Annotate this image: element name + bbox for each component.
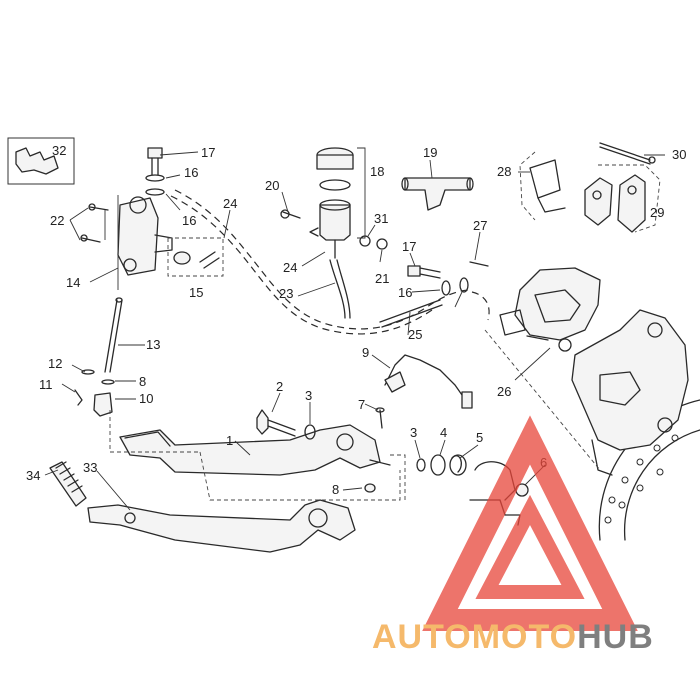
pivot-bolt xyxy=(256,409,296,437)
callout-label: 13 xyxy=(146,337,160,352)
callout-label: 34 xyxy=(26,468,40,483)
callout-label: 9 xyxy=(362,345,369,360)
reservoir-hose xyxy=(329,259,346,319)
callout-label: 14 xyxy=(66,275,80,290)
watermark-triangle-inner xyxy=(475,494,585,599)
callout-label: 1 xyxy=(226,433,233,448)
brake-pads xyxy=(584,174,646,233)
fluid-reservoir xyxy=(309,147,388,259)
mount-bolts xyxy=(80,203,109,243)
callout-label: 7 xyxy=(358,397,365,412)
callout-label: 2 xyxy=(276,379,283,394)
callout-label: 12 xyxy=(48,356,62,371)
callout-label: 11 xyxy=(39,377,53,392)
callout-label: 17 xyxy=(402,239,416,254)
watermark-triangle-outer xyxy=(422,415,638,631)
watermark-logo: AUTOMOTOHUB xyxy=(372,415,654,656)
callout-label: 29 xyxy=(650,205,664,220)
callout-label: 19 xyxy=(423,145,437,160)
master-cylinder xyxy=(117,196,173,276)
callout-label: 3 xyxy=(410,425,417,440)
shift-rubber xyxy=(49,461,87,507)
watermark-brand-part3: HUB xyxy=(577,618,654,656)
washers-top xyxy=(145,174,165,196)
watermark-brand-part1: AUTO xyxy=(372,618,472,656)
callout-label: 16 xyxy=(398,285,412,300)
callout-label: 33 xyxy=(83,460,97,475)
reservoir-bracket xyxy=(401,177,474,211)
reservoir-screw xyxy=(280,209,301,219)
callout-label: 20 xyxy=(265,178,279,193)
callout-label: 31 xyxy=(374,211,388,226)
assembly-guide xyxy=(109,410,401,501)
banjo-bolt-top xyxy=(147,147,163,176)
nut-8 xyxy=(364,483,376,493)
callout-label: 17 xyxy=(201,145,215,160)
spring-assembly xyxy=(416,454,467,476)
brake-pedal xyxy=(119,424,391,476)
callout-label: 4 xyxy=(440,425,447,440)
callout-labels: 1 2 3 3 4 5 6 7 8 8 9 10 11 12 13 14 15 … xyxy=(26,143,686,497)
callout-label: 15 xyxy=(189,285,203,300)
pad-spring xyxy=(519,151,566,221)
callout-label: 16 xyxy=(184,165,198,180)
callout-label: 10 xyxy=(139,391,153,406)
callout-label: 22 xyxy=(50,213,64,228)
caliper-mount-bracket xyxy=(571,309,689,476)
callout-label: 8 xyxy=(139,374,146,389)
callout-label: 21 xyxy=(375,271,389,286)
brake-disc xyxy=(598,399,700,541)
shift-lever xyxy=(87,499,356,553)
push-rod xyxy=(104,297,123,373)
callout-label: 25 xyxy=(408,327,422,342)
callout-label: 24 xyxy=(223,196,237,211)
brake-caliper xyxy=(499,267,601,352)
clevis xyxy=(74,369,115,417)
brake-switch xyxy=(384,354,473,409)
leader-lines xyxy=(44,151,665,511)
banjo-bolt-lower xyxy=(407,261,489,296)
callout-label: 8 xyxy=(332,482,339,497)
brake-hose xyxy=(174,189,471,330)
callout-label: 26 xyxy=(497,384,511,399)
callout-label: 16 xyxy=(182,213,196,228)
watermark-text: AUTOMOTOHUB xyxy=(372,618,654,656)
callout-label: 5 xyxy=(476,430,483,445)
fitting-kit xyxy=(167,237,224,277)
callout-label: 24 xyxy=(283,260,297,275)
washer-3-left xyxy=(304,424,316,440)
clamp-box xyxy=(7,137,75,185)
pad-pin xyxy=(599,142,656,165)
callout-label: 32 xyxy=(52,143,66,158)
callout-label: 28 xyxy=(497,164,511,179)
callout-label: 27 xyxy=(473,218,487,233)
callout-label: 30 xyxy=(672,147,686,162)
callout-label: 23 xyxy=(279,286,293,301)
callout-label: 3 xyxy=(305,388,312,403)
bolt-7 xyxy=(375,407,385,429)
watermark-brand-part2: MOTO xyxy=(472,618,577,656)
callout-label: 18 xyxy=(370,164,384,179)
